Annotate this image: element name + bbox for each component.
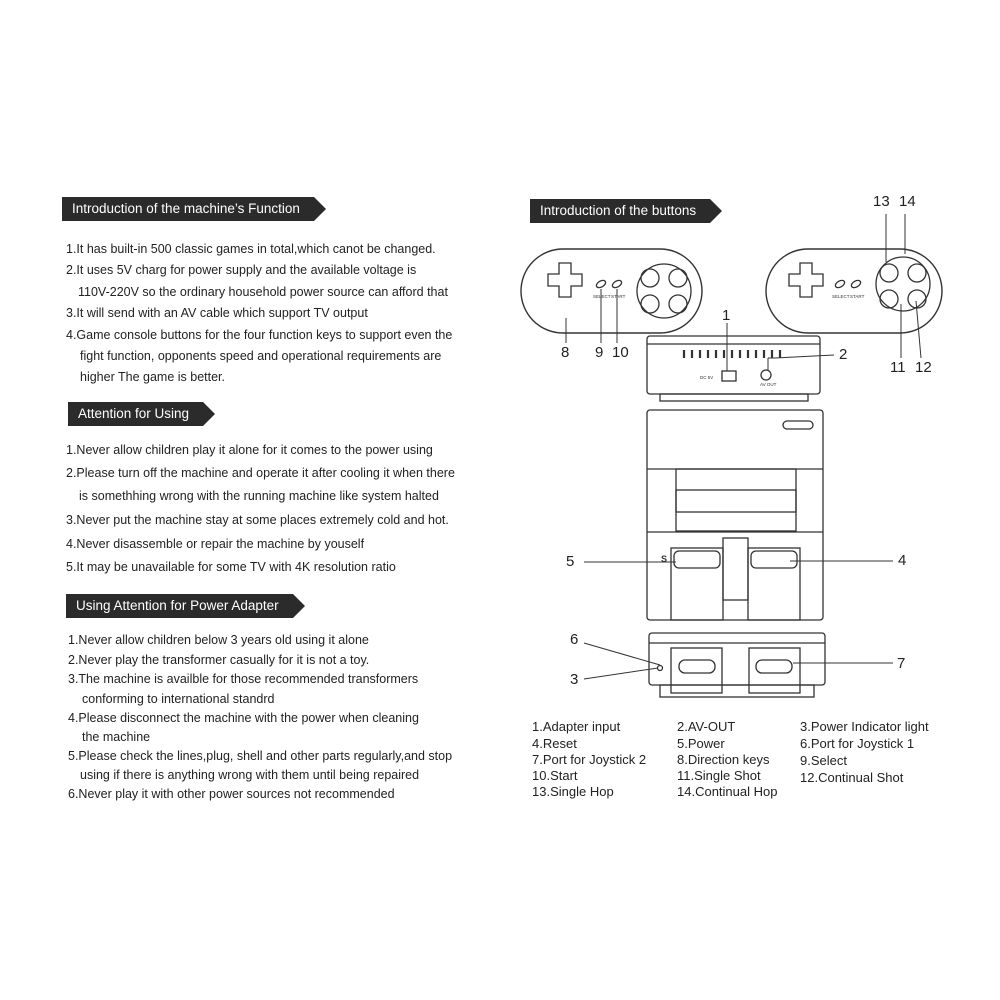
legend-item: 5.Power	[677, 736, 725, 751]
function-line: higher The game is better.	[80, 370, 225, 384]
callout-14: 14	[899, 193, 916, 210]
section-title-power-adapter: Using Attention for Power Adapter	[66, 594, 305, 618]
adapter-line: conforming to international standrd	[82, 692, 275, 706]
av-out-port	[760, 369, 772, 381]
callout-11: 11	[890, 359, 906, 376]
function-line: 3.It will send with an AV cable which su…	[66, 306, 368, 320]
attention-line: 1.Never allow children play it alone for…	[66, 443, 433, 457]
adapter-line: the machine	[82, 730, 151, 744]
left-controller	[520, 248, 703, 334]
start-tiny-label: START	[611, 294, 626, 299]
right-controller	[765, 248, 943, 334]
power-indicator-light	[656, 664, 664, 672]
select-tiny-label: SELECT	[832, 294, 850, 299]
callout-6: 6	[570, 631, 579, 648]
callout-2: 2	[839, 346, 848, 363]
section-title-attention: Attention for Using	[68, 402, 216, 426]
legend-item: 8.Direction keys	[677, 752, 770, 767]
adapter-line: 2.Never play the transformer casually fo…	[68, 653, 370, 667]
attention-line: 3.Never put the machine stay at some pla…	[66, 513, 449, 527]
adapter-line: 6.Never play it with other power sources…	[68, 787, 395, 801]
legend-item: 10.Start	[532, 768, 578, 783]
adapter-line: 4.Please disconnect the machine with the…	[68, 711, 419, 725]
legend-item: 1.Adapter input	[532, 719, 621, 734]
legend-item: 3.Power Indicator light	[800, 719, 929, 734]
callout-3: 3	[570, 671, 579, 688]
console-front-view	[648, 632, 826, 698]
callout-13: 13	[873, 193, 890, 210]
adapter-line: 1.Never allow children below 3 years old…	[68, 633, 369, 647]
console-top-view	[646, 409, 824, 621]
callout-7: 7	[897, 655, 906, 672]
dc-tiny-label: DC 5V	[700, 375, 713, 380]
function-line: 4.Game console buttons for the four func…	[66, 328, 453, 342]
callout-8: 8	[561, 344, 570, 361]
callout-5: 5	[566, 553, 575, 570]
callout-12: 12	[915, 359, 932, 376]
callout-1: 1	[722, 307, 731, 324]
adapter-line: 3.The machine is availble for those reco…	[68, 672, 419, 686]
adapter-line: using if there is anything wrong with th…	[80, 768, 420, 782]
legend-item: 4.Reset	[532, 736, 577, 751]
section-title-machine-function: Introduction of the machine’s Function	[62, 197, 326, 221]
function-line: 2.It uses 5V charg for power supply and …	[66, 263, 417, 277]
attention-line: 2.Please turn off the machine and operat…	[66, 466, 455, 480]
attention-line: is somethhing wrong with the running mac…	[79, 489, 439, 503]
legend-item: 13.Single Hop	[532, 784, 614, 799]
dpad-icon	[788, 262, 824, 298]
console-back-view	[646, 335, 821, 402]
dpad-icon	[547, 262, 583, 298]
power-switch	[673, 550, 721, 569]
reset-switch	[750, 550, 798, 569]
legend-item: 11.Single Shot	[677, 768, 761, 783]
function-line: 1.It has built-in 500 classic games in t…	[66, 242, 436, 256]
function-line: 110V-220V so the ordinary household powe…	[78, 285, 448, 299]
adapter-line: 5.Please check the lines,plug, shell and…	[68, 749, 453, 763]
callout-9: 9	[595, 344, 604, 361]
attention-line: 5.It may be unavailable for some TV with…	[66, 560, 396, 574]
console-mark: S	[661, 554, 667, 564]
legend-item: 14.Continual Hop	[677, 784, 778, 799]
legend-item: 9.Select	[800, 753, 847, 768]
callout-lines	[565, 214, 922, 680]
joystick-port-1	[678, 659, 716, 674]
callout-4: 4	[898, 552, 907, 569]
function-line: fight function, opponents speed and oper…	[80, 349, 442, 363]
section-title-buttons: Introduction of the buttons	[530, 199, 723, 223]
select-tiny-label: SELECT	[593, 294, 611, 299]
callout-10: 10	[612, 344, 629, 361]
legend-item: 12.Continual Shot	[800, 770, 904, 785]
legend-item: 6.Port for Joystick 1	[800, 736, 915, 751]
joystick-port-2	[755, 659, 793, 674]
legend-item: 2.AV-OUT	[677, 719, 736, 734]
dc-input-port	[721, 370, 737, 382]
av-tiny-label: AV OUT	[760, 382, 777, 387]
start-tiny-label: START	[850, 294, 865, 299]
legend-item: 7.Port for Joystick 2	[532, 752, 647, 767]
attention-line: 4.Never disassemble or repair the machin…	[66, 537, 365, 551]
